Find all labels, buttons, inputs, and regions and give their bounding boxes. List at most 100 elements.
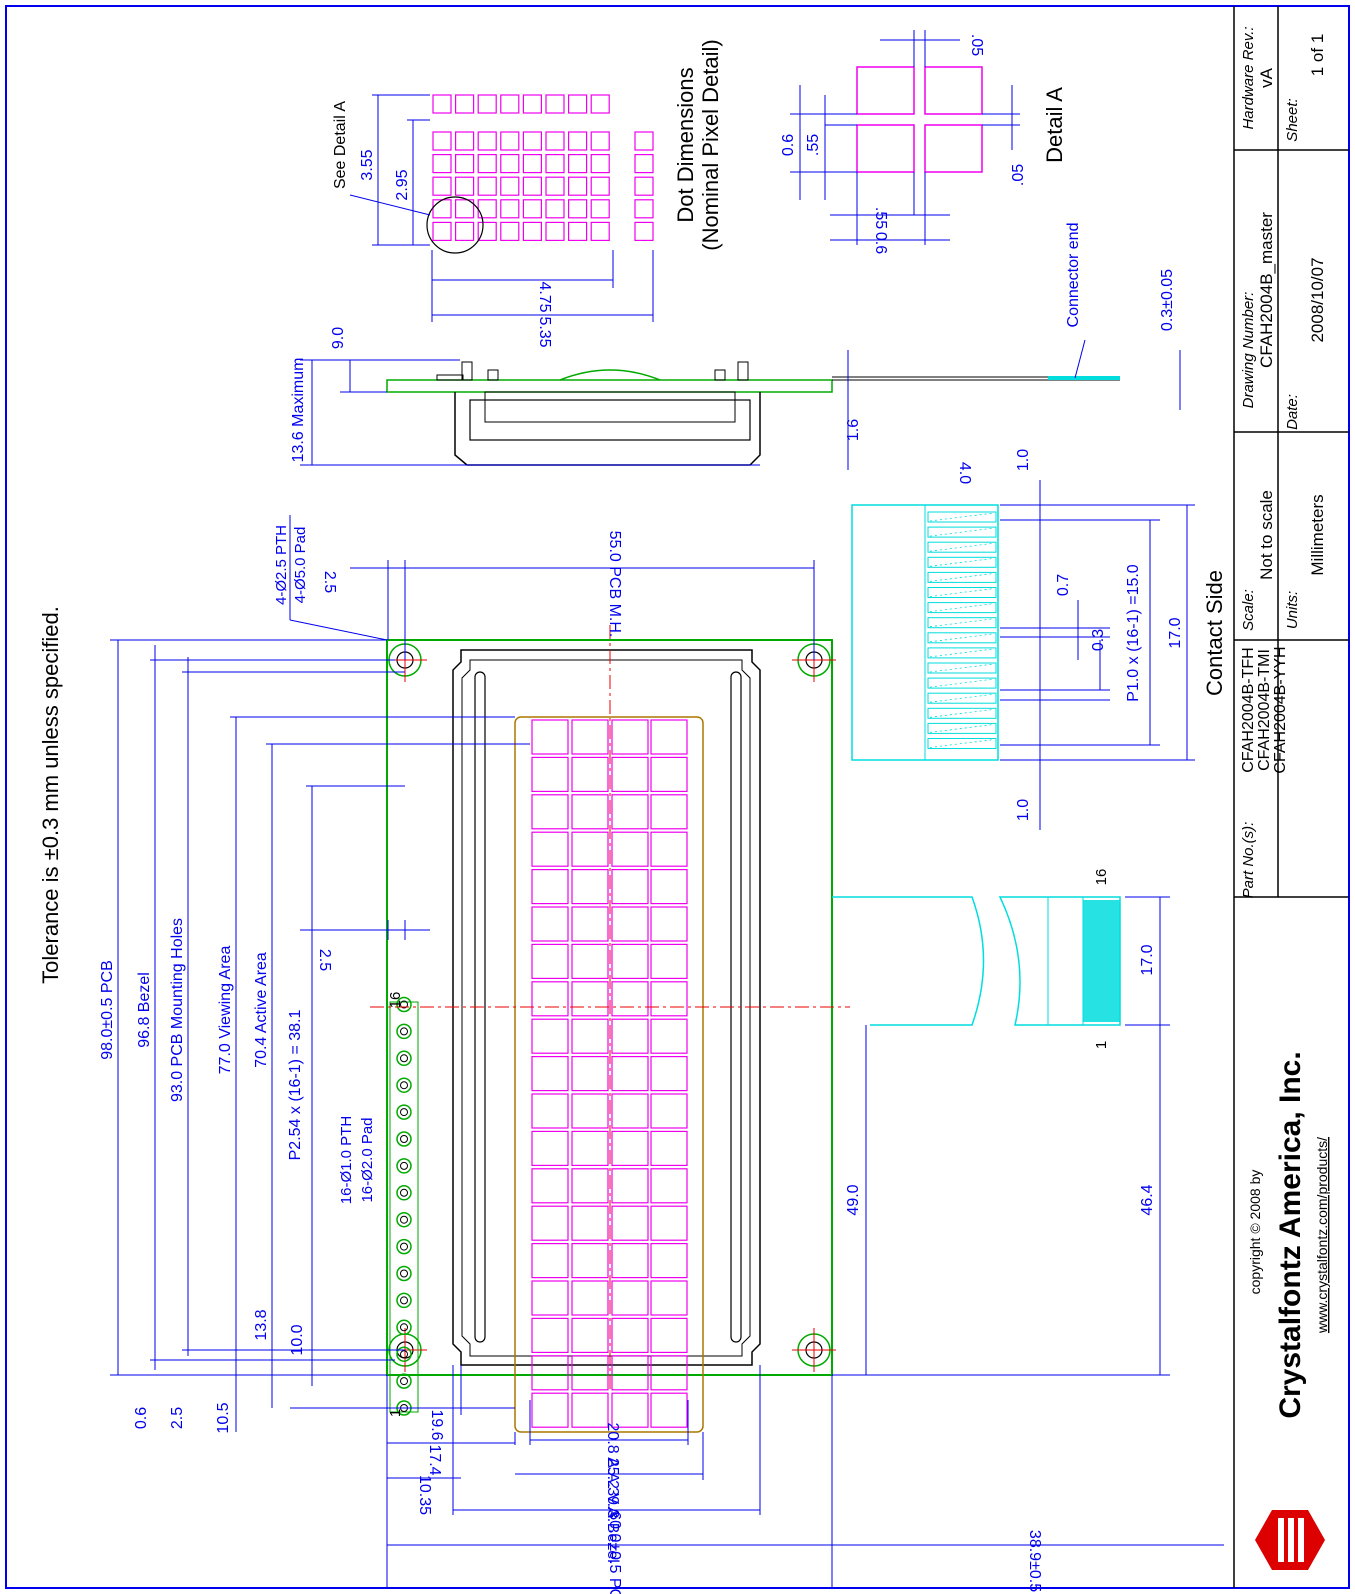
dim-60-pcb: 60.0±0.5 PCB	[606, 1511, 623, 1594]
dot-pixel	[432, 154, 452, 174]
character-cell	[531, 1205, 569, 1241]
character-cell	[531, 719, 569, 755]
dim-c-1-0a: 1.0	[1015, 449, 1032, 471]
character-cell	[650, 1280, 688, 1316]
contact-pad	[927, 662, 997, 674]
dim-bezel-96: 96.8 Bezel	[136, 972, 153, 1048]
pin-pad	[396, 1346, 412, 1362]
character-cell	[650, 1242, 688, 1279]
character-cell	[650, 1168, 688, 1204]
contact-pad-hatch	[929, 693, 995, 703]
dot-pixel	[634, 131, 654, 151]
character-cell	[571, 1242, 609, 1279]
dot-pixel	[590, 94, 610, 114]
contact-pad	[927, 511, 997, 523]
dot-pixel	[477, 154, 497, 174]
character-cell	[611, 981, 649, 1017]
dot-pixel	[455, 94, 475, 114]
pin-hole	[400, 1215, 408, 1224]
pin-pad	[396, 1319, 412, 1336]
character-cell	[611, 906, 649, 942]
fpc-tail	[832, 896, 1121, 1026]
pin-pad	[396, 1238, 412, 1255]
dim-pcb-98: 98.0±0.5 PCB	[99, 960, 116, 1060]
contact-pad-hatch	[929, 708, 995, 718]
dot-pixel	[590, 131, 610, 151]
contact-pad-hatch	[929, 527, 995, 537]
dot-pixel	[567, 131, 588, 151]
dot-pixel	[590, 154, 610, 174]
pin-hole	[400, 1269, 408, 1278]
dot-pixel	[545, 199, 565, 219]
dim-49-0: 49.0	[845, 1184, 862, 1215]
dim-10-0: 10.0	[289, 1324, 306, 1355]
dot-pixel	[522, 154, 543, 174]
dim-1-6: 1.6	[845, 419, 862, 441]
dot-pixel	[634, 221, 654, 241]
character-cell	[611, 1130, 649, 1167]
dim-pad16: 16-Ø2.0 Pad	[359, 1117, 376, 1202]
dot-dimensions-title: Dot Dimensions	[673, 67, 698, 222]
contact-pad	[927, 707, 997, 719]
viewing-area-outline	[514, 716, 704, 1433]
hw-rev-value: vA	[1257, 67, 1276, 88]
sheet-border	[5, 5, 1350, 1589]
character-cell	[650, 1093, 688, 1129]
character-cell	[611, 1205, 649, 1241]
dot-pixel	[432, 199, 452, 219]
dot-pixel	[477, 221, 497, 241]
scale-value: Not to scale	[1257, 490, 1276, 580]
dim-5-35: 5.35	[536, 316, 553, 347]
contact-pad-hatch	[929, 618, 995, 628]
dim-c-17: 17.0	[1167, 617, 1184, 648]
contact-side-view	[851, 504, 999, 761]
dot-pixel	[545, 94, 565, 114]
pin-hole	[400, 1027, 408, 1036]
contact-dimensions	[1000, 480, 1195, 830]
dim-38-9: 38.9±0.5	[1026, 1530, 1043, 1592]
contact-pad	[927, 541, 997, 553]
bezel-inner	[461, 659, 751, 1357]
dot-pixel	[545, 154, 565, 174]
contact-pad-hatch	[929, 557, 995, 567]
dim-19-6: 19.6	[428, 1409, 445, 1440]
pin-hole	[400, 1135, 408, 1143]
character-cell	[611, 1018, 649, 1054]
dot-pixel	[455, 221, 475, 241]
pin-pad	[396, 1158, 412, 1174]
contact-pad	[927, 526, 997, 538]
dot-pixel	[634, 199, 654, 219]
dot-pixel	[500, 154, 520, 174]
dim-25-2-va: 25.2 V.A.	[604, 1458, 621, 1522]
drawing-number-label: Drawing Number:	[1240, 292, 1257, 409]
dot-pixel	[590, 199, 610, 219]
character-cell	[571, 719, 609, 755]
tolerance-note: Tolerance is ±0.3 mm unless specified.	[38, 606, 63, 984]
character-cell	[611, 1355, 649, 1391]
see-detail-a: See Detail A	[332, 101, 349, 189]
pin-pad	[396, 1104, 412, 1120]
dim-2-5: 2.5	[169, 1407, 186, 1429]
dim-max-13-6: 13.6 Maximum	[290, 358, 307, 463]
units-value: Millimeters	[1308, 494, 1327, 575]
character-cell	[571, 1130, 609, 1167]
connector-end-label: Connector end	[1065, 223, 1082, 328]
dot-pixel	[500, 221, 520, 241]
dot-pixel	[634, 154, 654, 174]
character-cell	[611, 868, 649, 905]
fpc-pin-16: 16	[1093, 869, 1110, 886]
dim-c-0-3: 0.3	[1090, 629, 1107, 651]
character-cell	[531, 1093, 569, 1129]
dot-pixel	[455, 131, 475, 151]
dot-pixel	[522, 131, 543, 151]
bezel-outline	[452, 649, 761, 1366]
character-cell	[611, 831, 649, 867]
dot-pixel	[477, 176, 497, 196]
dim-a-05b: .05	[1010, 164, 1027, 186]
dim-pth4: 4-Ø2.5 PTH	[273, 525, 290, 605]
fpc-pin-1: 1	[1093, 1041, 1110, 1049]
part-2: CFAH2004B-TMI	[1256, 649, 1273, 771]
character-cell	[571, 1317, 609, 1354]
contact-pad	[927, 692, 997, 704]
